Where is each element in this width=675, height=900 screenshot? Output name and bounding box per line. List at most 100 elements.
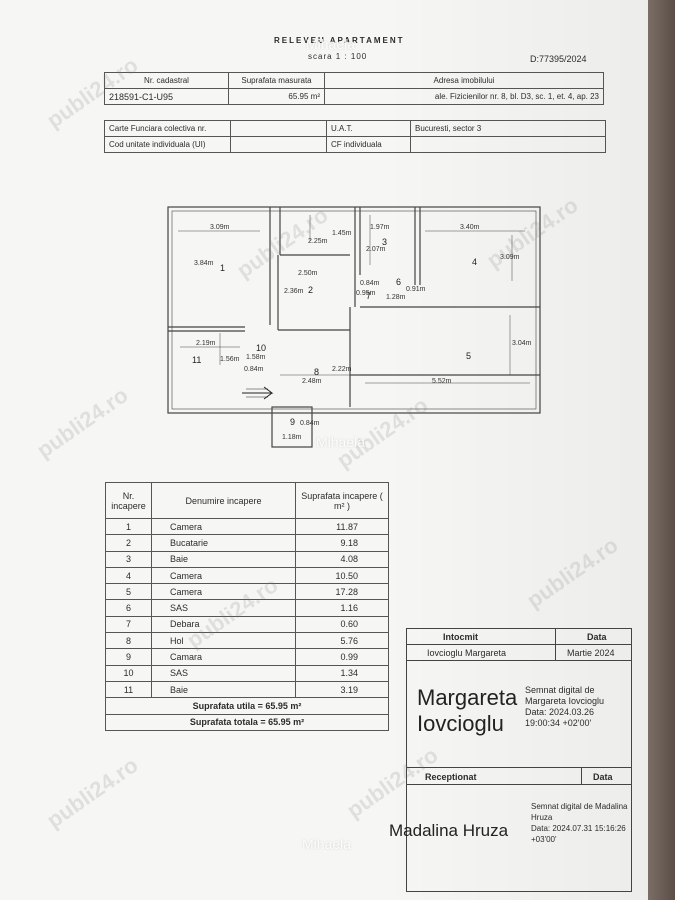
room-nr: 6 <box>105 599 152 617</box>
watermark-user: Mihaela <box>302 836 352 852</box>
room-nr: 3 <box>105 550 152 568</box>
dim-label: 3.09m <box>500 254 520 261</box>
room-nr: 10 <box>105 664 152 682</box>
room-area: 4.08 <box>295 550 389 568</box>
dim-label: 1.97m <box>370 224 390 231</box>
room-number: 1 <box>220 263 225 273</box>
dim-label: 0.84m <box>360 280 380 287</box>
header-nr: Nr. incapere <box>105 482 152 519</box>
room-area: 11.87 <box>295 517 389 536</box>
room-name: SAS <box>151 664 296 682</box>
room-number: 11 <box>192 355 201 365</box>
label-cod-ui: Cod unitate individuala (UI) <box>104 136 231 153</box>
label-cf-individuala: CF individuala <box>326 136 411 153</box>
dim-label: 2.19m <box>196 340 216 347</box>
dim-label: 0.84m <box>244 366 264 373</box>
dim-label: 1.45m <box>332 230 352 237</box>
room-nr: 11 <box>105 680 152 699</box>
label-intocmit: Intocmit <box>443 632 478 642</box>
room-nr: 2 <box>105 534 152 552</box>
dim-label: 5.52m <box>432 378 452 385</box>
room-area: 10.50 <box>295 566 389 585</box>
room-nr: 1 <box>105 517 152 536</box>
dim-label: 1.28m <box>386 294 406 301</box>
digital-signature-info-2: Semnat digital de Madalina Hruza Data: 2… <box>531 802 628 844</box>
dim-label: 0.91m <box>406 286 426 293</box>
room-number: 3 <box>382 237 387 247</box>
room-nr: 4 <box>105 566 152 585</box>
dim-label: 2.50m <box>298 270 318 277</box>
signature-box: Intocmit Data Iovcioglu Margareta Martie… <box>389 628 632 892</box>
room-number: 2 <box>308 285 313 295</box>
room-number: 10 <box>256 343 266 353</box>
room-area: 3.19 <box>295 680 389 699</box>
dim-label: 0.95m <box>356 290 376 297</box>
dim-label: 1.18m <box>282 434 302 441</box>
room-area: 0.99 <box>295 648 389 666</box>
entrance-arrow-icon <box>242 386 274 400</box>
header-name: Denumire incapere <box>151 482 296 519</box>
document-title: RELEVEU APARTAMENT <box>274 36 405 45</box>
dim-label: 1.56m <box>220 356 240 363</box>
room-nr: 8 <box>105 632 152 650</box>
room-number: 9 <box>290 417 295 427</box>
author-date: Martie 2024 <box>567 648 615 658</box>
registry-table: Carte Funciara colectiva nr. U.A.T. Bucu… <box>104 120 606 153</box>
label-uat: U.A.T. <box>326 120 411 137</box>
address-value: ale. Fizicienilor nr. 8, bl. D3, sc. 1, … <box>324 88 604 105</box>
room-name: Camara <box>151 648 296 666</box>
info-table: Nr. cadastral Suprafata masurata Adresa … <box>104 72 604 105</box>
dim-label: 2.22m <box>332 366 352 373</box>
digital-signature-info-1: Semnat digital de Margareta Iovcioglu Da… <box>525 685 605 728</box>
room-area: 0.60 <box>295 615 389 634</box>
room-nr: 7 <box>105 615 152 634</box>
dim-label: 3.09m <box>210 224 230 231</box>
dim-label: 2.48m <box>302 378 322 385</box>
room-number: 5 <box>466 351 471 361</box>
dim-label: 0.84m <box>300 420 320 427</box>
measured-area-value: 65.95 m² <box>228 88 325 105</box>
room-name: Bucatarie <box>151 534 296 552</box>
scale-label: scara 1 : 100 <box>308 52 368 61</box>
room-number: 7 <box>366 291 371 301</box>
signature-madalina: Madalina Hruza <box>389 821 509 840</box>
room-name: Camera <box>151 517 296 536</box>
dim-label: 1.58m <box>246 354 266 361</box>
label-cf-colectiva: Carte Funciara colectiva nr. <box>104 120 231 137</box>
dim-label: 3.84m <box>194 260 214 267</box>
room-area: 9.18 <box>295 534 389 552</box>
label-address: Adresa imobilului <box>324 72 604 89</box>
room-name: Baie <box>151 550 296 568</box>
watermark-user: Mihaela <box>316 434 366 450</box>
label-receptionat: Receptionat <box>425 772 477 782</box>
room-area: 5.76 <box>295 632 389 650</box>
author-name: Iovcioglu Margareta <box>427 648 507 658</box>
room-nr: 5 <box>105 583 152 601</box>
room-number: 8 <box>314 367 319 377</box>
room-number: 4 <box>472 257 477 267</box>
header-area: Suprafata incapere ( m² ) <box>295 482 389 519</box>
cadastral-number: 218591-C1-U95 <box>104 88 229 105</box>
dim-label: 3.40m <box>460 224 480 231</box>
watermark-user: Mihaela <box>306 36 356 52</box>
dim-label: 3.04m <box>512 340 532 347</box>
uat-value: Bucuresti, sector 3 <box>410 120 606 137</box>
dim-label: 2.07m <box>366 246 386 253</box>
room-number: 6 <box>396 277 401 287</box>
room-area: 17.28 <box>295 583 389 601</box>
document-number: D:77395/2024 <box>530 54 587 64</box>
label-measured-area: Suprafata masurata <box>228 72 325 89</box>
useful-area: Suprafata utila = 65.95 m² <box>105 697 389 715</box>
room-nr: 9 <box>105 648 152 666</box>
room-area: 1.34 <box>295 664 389 682</box>
floor-plan: 3.09m 2.25m 1.45m 1.97m 3.40m 3.84m 2.50… <box>167 206 541 448</box>
label-data: Data <box>587 632 607 642</box>
